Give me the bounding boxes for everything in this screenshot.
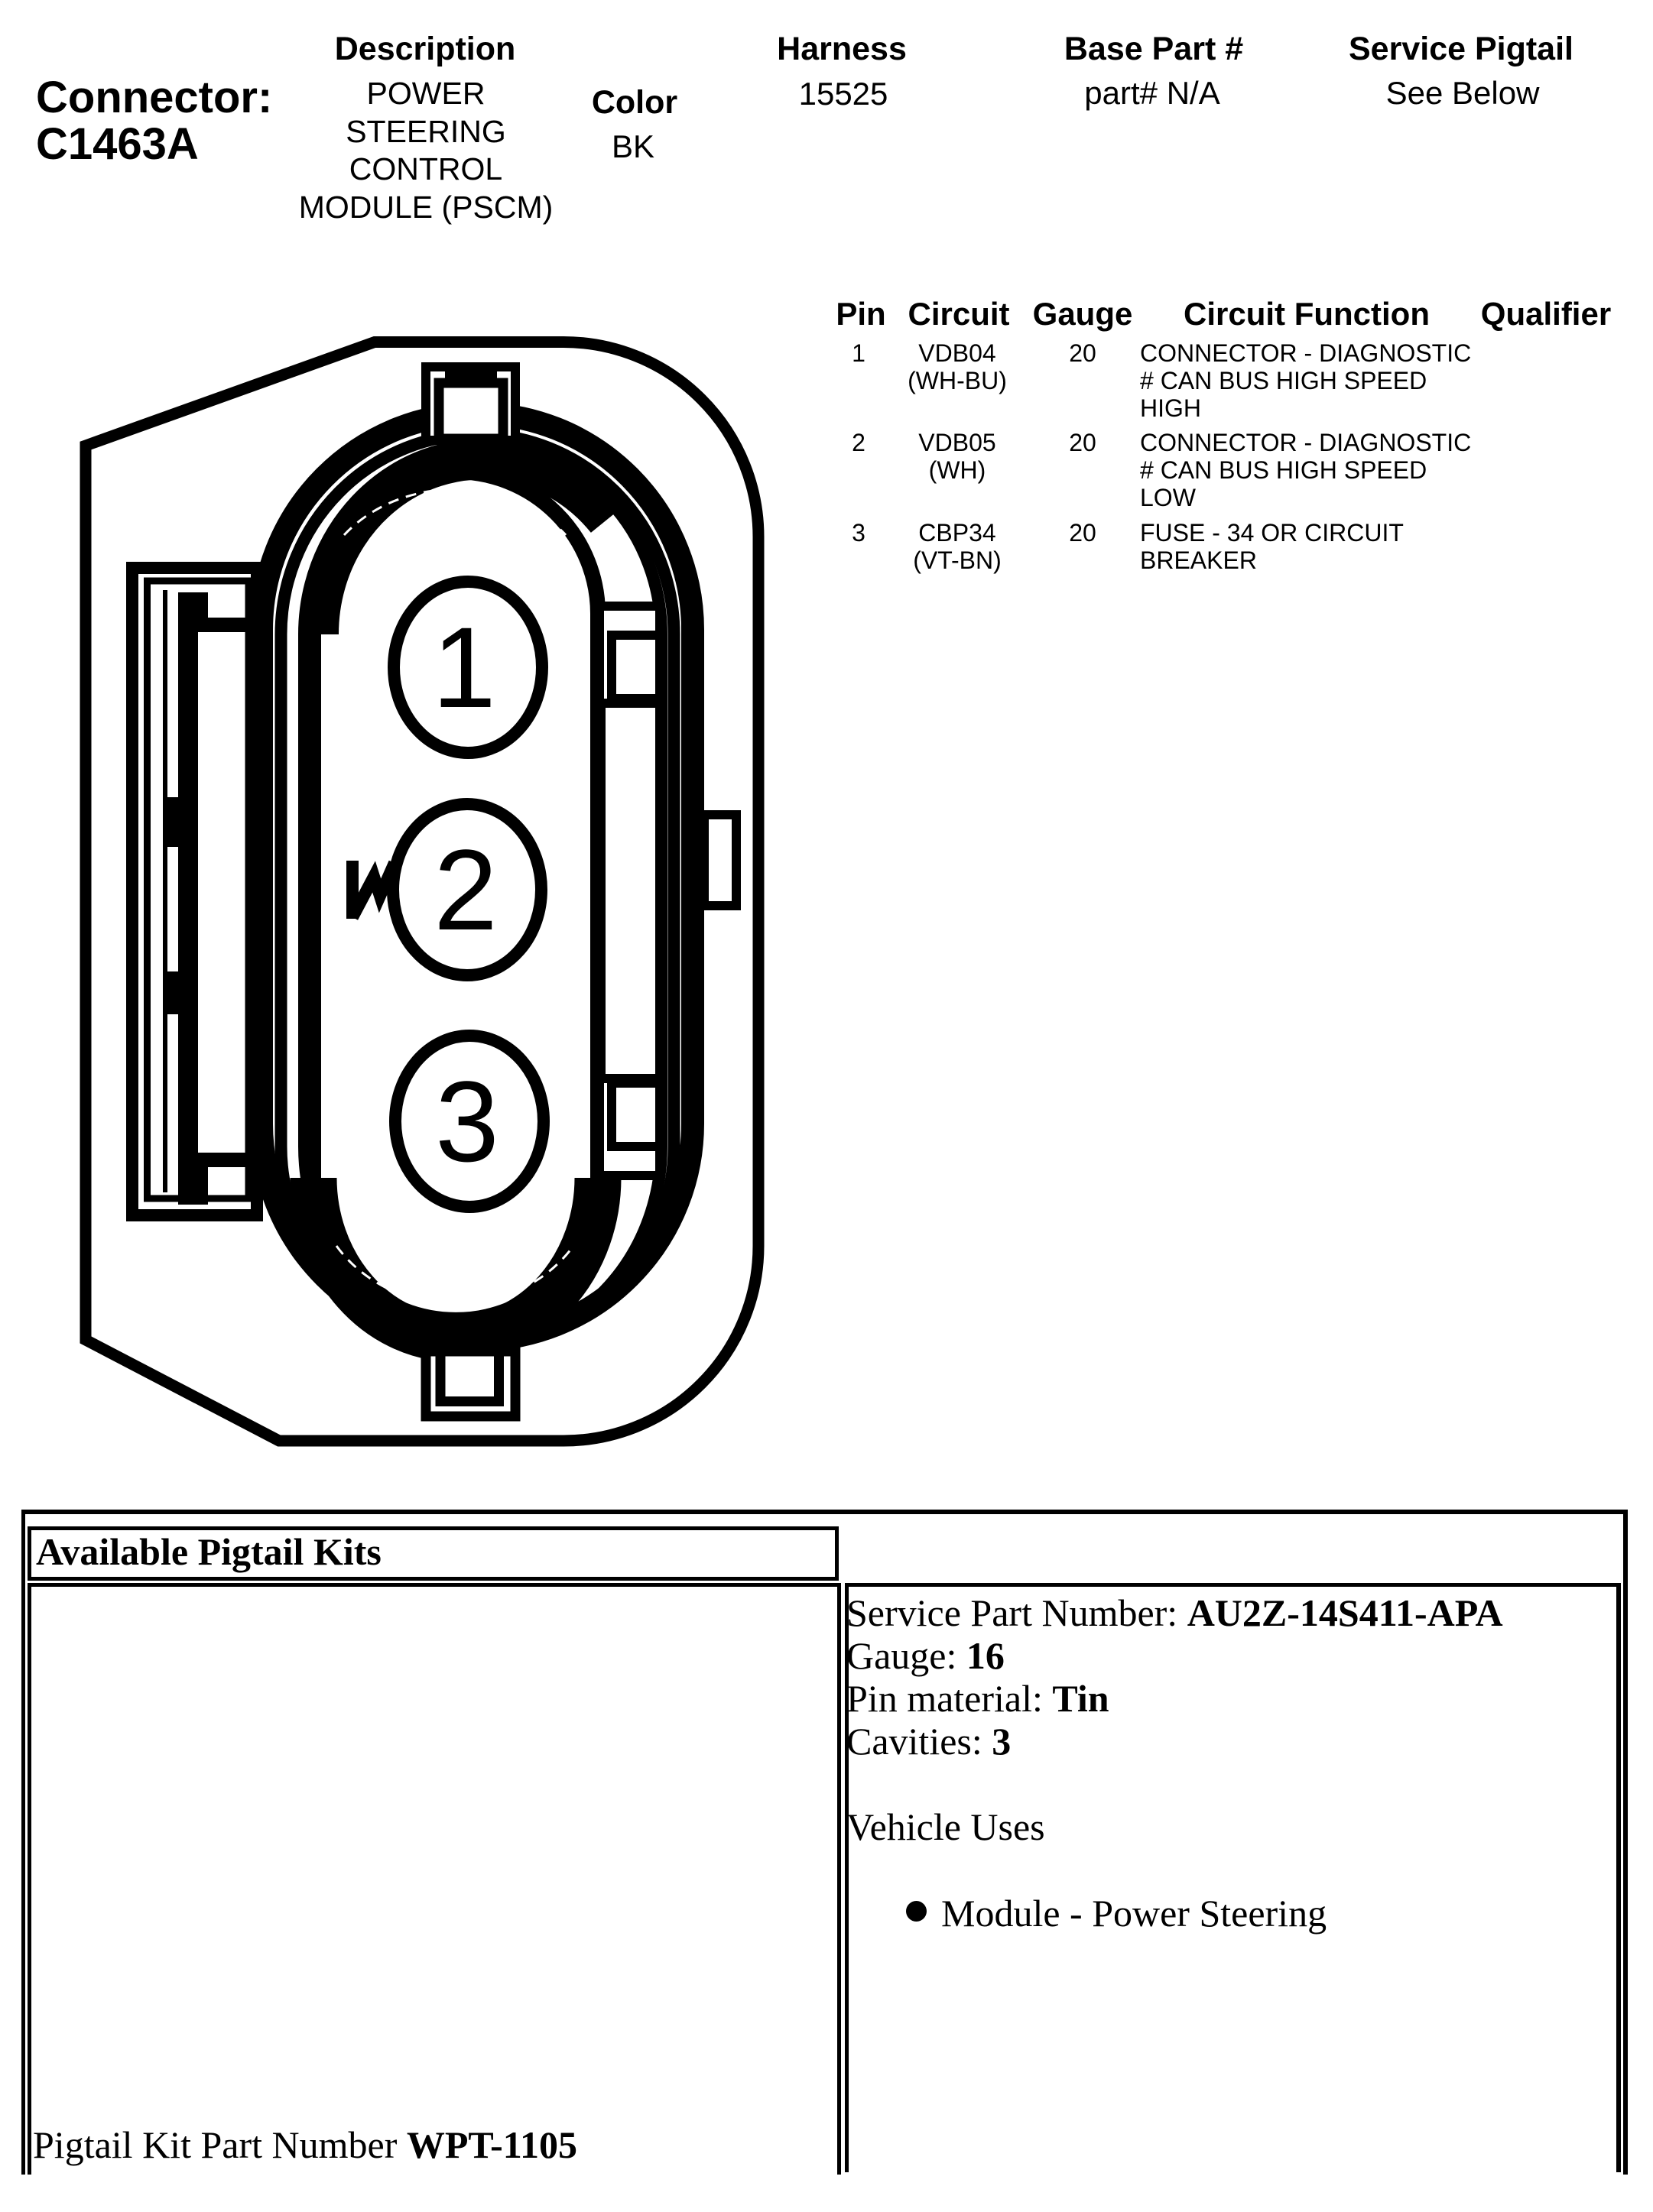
svg-text:3: 3: [435, 1057, 498, 1185]
svg-text:1: 1: [432, 603, 495, 731]
svg-text:2: 2: [434, 825, 497, 954]
